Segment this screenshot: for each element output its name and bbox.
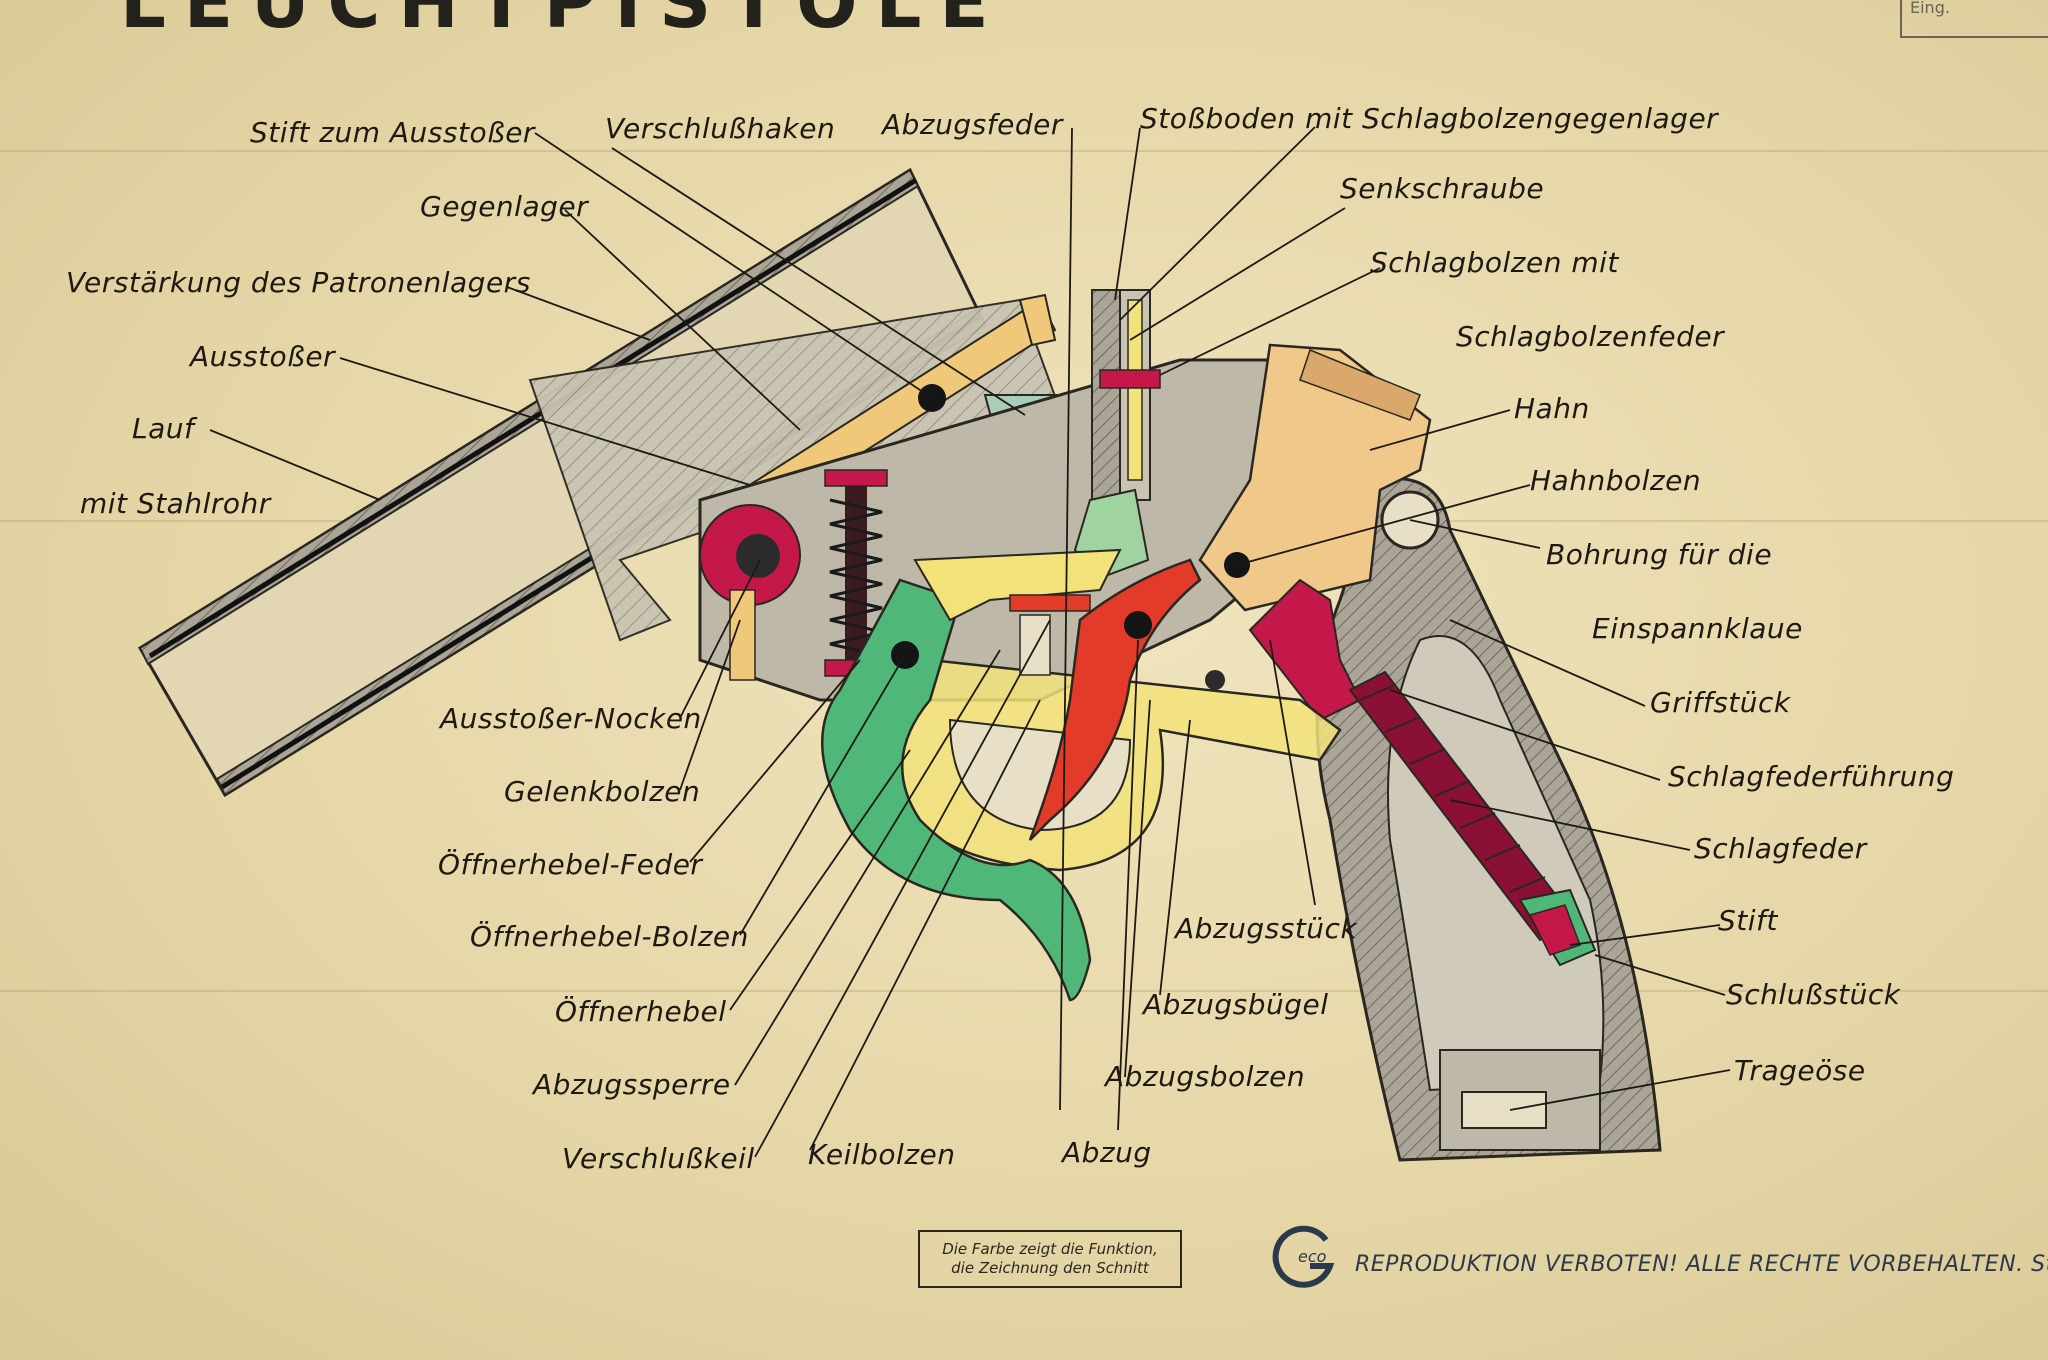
label-abzug: Abzug: [1062, 1136, 1152, 1169]
paper-fold: [0, 990, 2048, 992]
label-abzugsfeder: Abzugsfeder: [882, 108, 1063, 141]
label-verschlusskeil: Verschlußkeil: [562, 1142, 755, 1175]
label-stift: Stift: [1718, 904, 1778, 937]
label-gegenlager: Gegenlager: [420, 190, 589, 223]
label-schlagbolzenfeder: Schlagbolzenfeder: [1456, 320, 1725, 353]
label-griffstueck: Griffstück: [1650, 686, 1791, 719]
label-hahn: Hahn: [1514, 392, 1590, 425]
label-hahnbolzen: Hahnbolzen: [1530, 464, 1702, 497]
label-einspannklaue: Einspannklaue: [1592, 612, 1803, 645]
copyright-notice: REPRODUKTION VERBOTEN! ALLE RECHTE VORBE…: [1355, 1252, 2048, 1277]
label-gelenkbolzen: Gelenkbolzen: [504, 775, 701, 808]
legend-note-line1: Die Farbe zeigt die Funktion,: [942, 1240, 1158, 1258]
legend-note-box: Die Farbe zeigt die Funktion, die Zeichn…: [918, 1230, 1182, 1288]
label-bohrung: Bohrung für die: [1546, 538, 1773, 571]
hinge-pivot: [699, 504, 801, 681]
label-stossboden: Stoßboden mit Schlagbolzengegenlager: [1140, 102, 1719, 135]
paper-fold: [0, 150, 2048, 152]
label-schlagfederfuehrung: Schlagfederführung: [1668, 760, 1955, 793]
label-senkschraube: Senkschraube: [1340, 172, 1545, 205]
frame: [698, 289, 1392, 702]
label-keilbolzen: Keilbolzen: [808, 1138, 956, 1171]
poster-title: LEUCHTPISTOLE: [120, 0, 1007, 44]
locking-wedge: [913, 548, 1122, 676]
label-schlagfeder: Schlagfeder: [1694, 832, 1867, 865]
label-schlagbolzen: Schlagbolzen mit: [1370, 246, 1619, 279]
label-oeffnerhebel-bolzen: Öffnerhebel-Bolzen: [470, 920, 749, 953]
label-stahlrohr: mit Stahlrohr: [80, 487, 271, 520]
label-ausstosser: Ausstoßer: [190, 340, 336, 373]
label-abzugsstueck: Abzugsstück: [1175, 912, 1358, 945]
geco-logo-icon: eco: [1272, 1225, 1335, 1288]
label-abzugsbuegel: Abzugsbügel: [1143, 988, 1329, 1021]
label-trageoese: Trageöse: [1734, 1054, 1866, 1087]
label-schlussstueck: Schlußstück: [1726, 978, 1901, 1011]
trigger: [1028, 558, 1202, 841]
legend-note-line2: die Zeichnung den Schnitt: [951, 1259, 1149, 1277]
label-lauf: Lauf: [132, 412, 195, 445]
receipt-stamp: Eing.: [1900, 0, 2048, 38]
label-ausstosser-nocken: Ausstoßer-Nocken: [440, 702, 702, 735]
logo-text: eco: [1298, 1247, 1327, 1266]
label-abzugssperre: Abzugssperre: [533, 1068, 731, 1101]
label-verstaerkung: Verstärkung des Patronenlagers: [66, 266, 531, 299]
leader-lines: [209, 126, 1731, 1158]
label-oeffnerhebel: Öffnerhebel: [555, 995, 727, 1028]
label-stift-ausstosser: Stift zum Ausstoßer: [250, 116, 535, 149]
stamp-text: Eing.: [1910, 0, 1950, 17]
label-oeffnerhebel-feder: Öffnerhebel-Feder: [438, 848, 703, 881]
hammer: [1198, 343, 1432, 612]
mainspring: [1248, 578, 1597, 967]
label-abzugsbolzen: Abzugsbolzen: [1105, 1060, 1306, 1093]
label-verschlusshaken: Verschlußhaken: [605, 112, 836, 145]
